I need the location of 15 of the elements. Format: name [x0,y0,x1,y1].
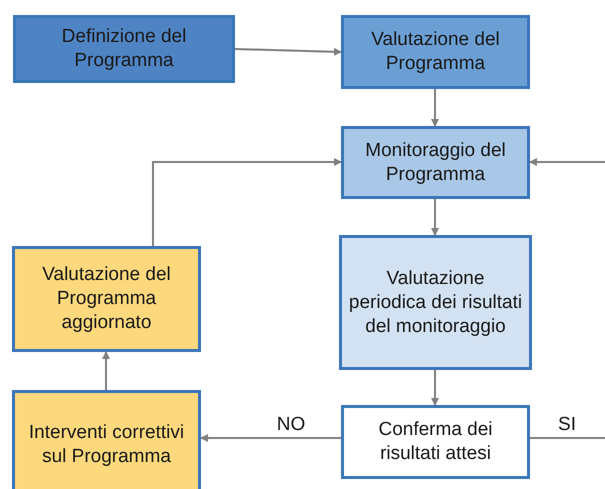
arrow [431,199,439,236]
arrow [200,434,341,442]
arrow [102,351,110,390]
process-box: Valutazione del Programma aggiornato [12,246,201,352]
arrow [152,158,342,246]
process-box: Definizione del Programma [13,15,235,83]
process-box: Monitoraggio del Programma [341,126,530,199]
process-box: Valutazione del Programma [341,15,530,89]
arrow [529,158,605,166]
arrow [431,370,439,406]
process-box: Valutazione periodica dei risultati del monitoraggio [339,235,532,370]
arrow [234,48,342,56]
process-box: Conferma dei risultati attesi [341,405,530,479]
arrow [431,89,439,127]
process-box: Interventi correttivi sul Programma [12,390,201,489]
